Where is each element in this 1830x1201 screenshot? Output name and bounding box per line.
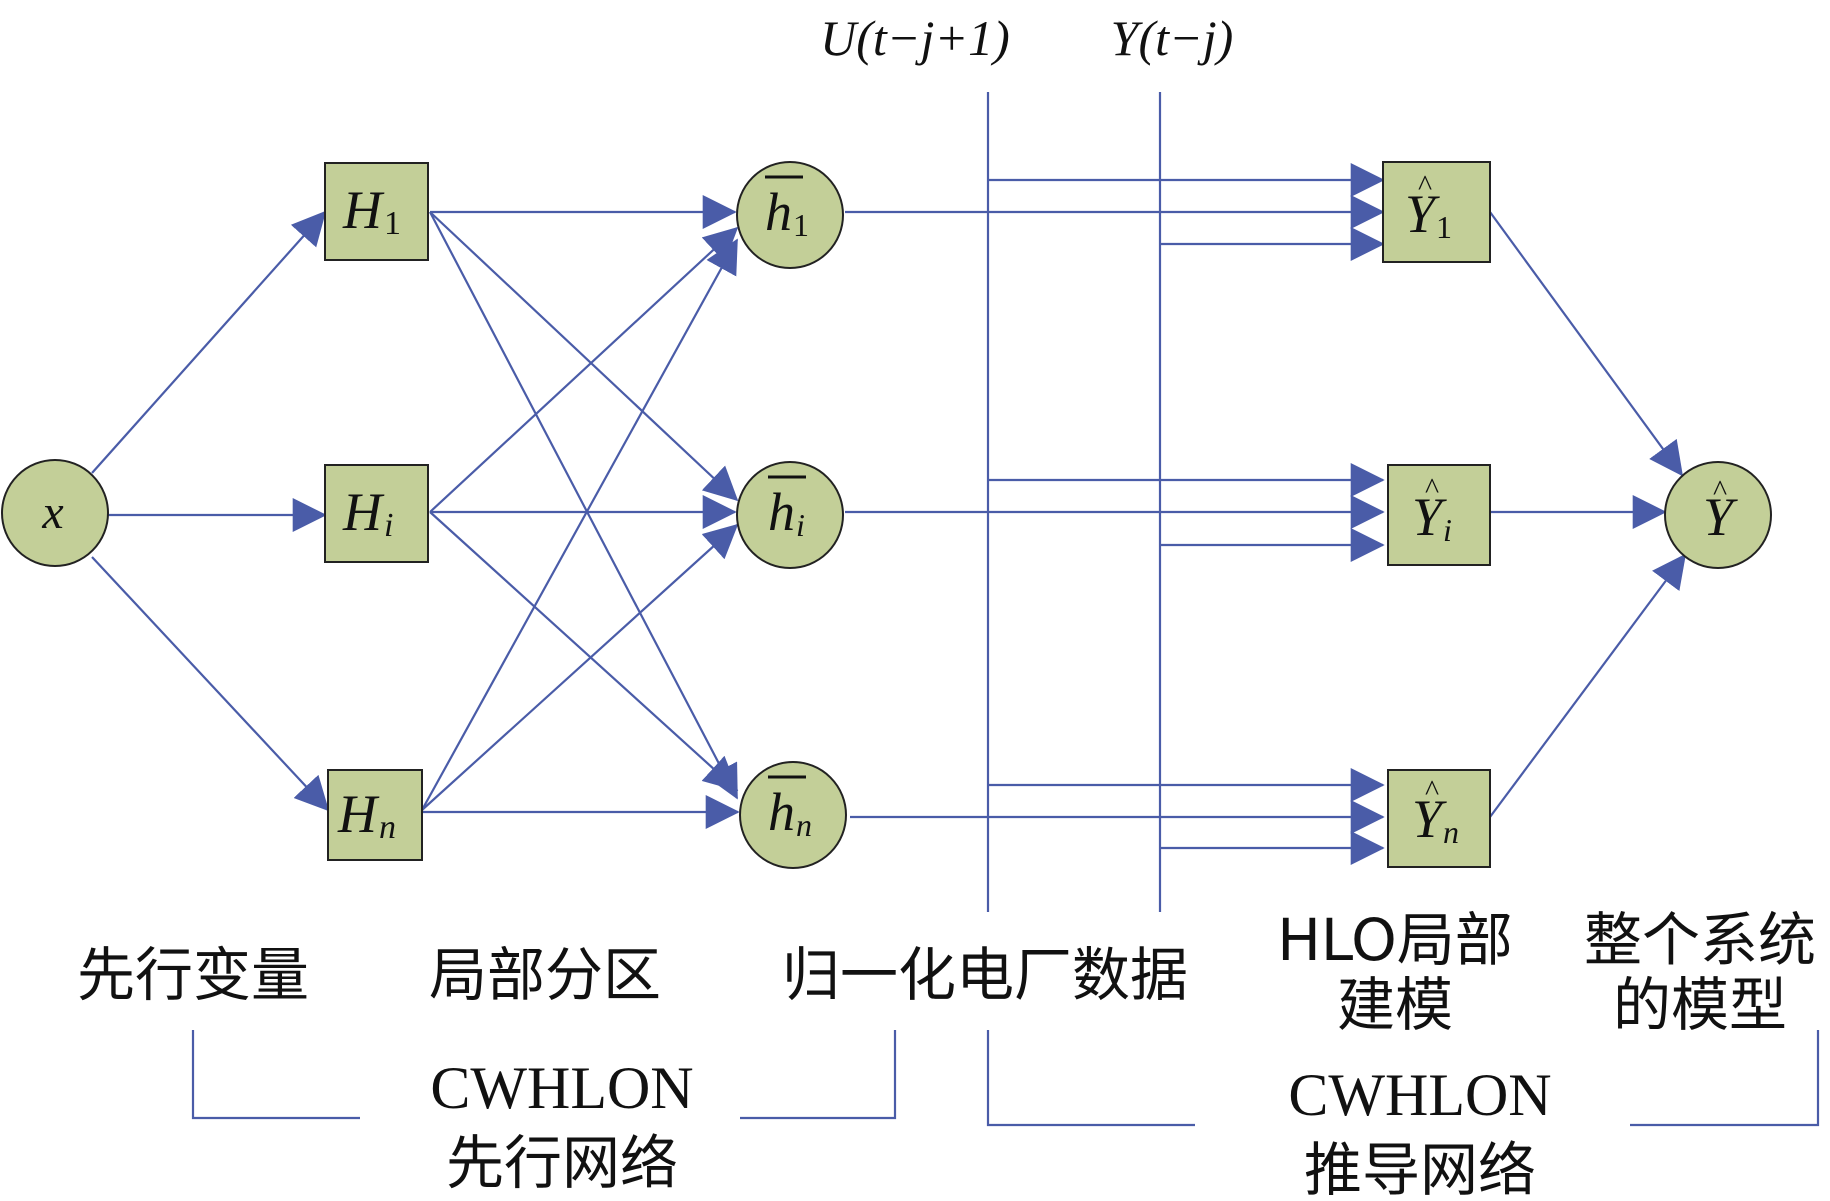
label-x: x [41, 486, 63, 539]
local-model-node-y1 [1382, 161, 1491, 263]
normalized-node-h1 [736, 161, 844, 269]
caption-hlo-local-modeling-1: HLO局部 [1277, 906, 1513, 974]
edge-hn-hbar1 [421, 238, 738, 811]
label-hbari: hi [768, 475, 806, 543]
input-labels: U(t−j+1) Y(t−j) [820, 10, 1233, 66]
node-labels: x H1 Hi Hn h1 hi hn ^ Y1 ^ Yi [41, 169, 1738, 850]
label-yhatn: ^ Yn [1412, 774, 1459, 850]
caption-normalized-plant-data: 归一化电厂数据 [782, 941, 1188, 1009]
caption-hlo-local-modeling-2: 建模 [1337, 971, 1453, 1039]
local-model-node-yi [1387, 464, 1491, 566]
svg-text:^: ^ [1418, 169, 1432, 202]
nodes [1, 161, 1772, 869]
edge-yhatn-y [1489, 553, 1687, 818]
label-output-y: ^ Y [1703, 474, 1738, 547]
svg-text:^: ^ [1713, 474, 1727, 507]
label-h1: H1 [342, 180, 401, 242]
label-hbarn: hn [768, 775, 812, 843]
svg-text:Y: Y [1703, 487, 1738, 547]
label-hbar1: h1 [765, 175, 809, 243]
svg-text:^: ^ [1425, 774, 1439, 807]
partition-node-hn [327, 769, 423, 861]
label-yhati: ^ Yi [1412, 472, 1452, 548]
svg-text:hi: hi [768, 482, 805, 543]
captions: 先行变量 局部分区 归一化电厂数据 HLO局部 建模 整个系统 的模型 CWHL… [77, 906, 1816, 1201]
caption-lead-variable: 先行变量 [77, 941, 309, 1009]
normalized-node-hn [739, 761, 847, 869]
label-hi: Hi [342, 482, 393, 544]
derive-network-label: 推导网络 [1304, 1136, 1536, 1201]
local-model-node-yn [1387, 769, 1491, 868]
svg-text:^: ^ [1425, 472, 1439, 505]
y-input-label: Y(t−j) [1111, 10, 1234, 66]
edge-x-hn [91, 556, 330, 812]
normalized-node-hi [736, 461, 844, 569]
u-input-label: U(t−j+1) [820, 10, 1010, 66]
edge-yhat1-y [1489, 211, 1684, 477]
svg-text:Yn: Yn [1412, 789, 1459, 850]
bracket-derive-left [986, 1030, 1195, 1127]
edge-h1-hbari [429, 211, 739, 502]
edge-hn-hbari [421, 523, 739, 811]
label-hn: Hn [337, 784, 396, 846]
svg-text:hn: hn [768, 782, 812, 843]
edge-hi-hbarn [429, 511, 739, 792]
edge-x-h1 [91, 210, 327, 474]
partition-node-h1 [324, 162, 429, 261]
connections [91, 92, 1820, 1127]
bracket-lead-left [191, 1030, 360, 1120]
label-yhat1: ^ Y1 [1405, 169, 1452, 245]
caption-whole-system-model-1: 整个系统 [1584, 906, 1816, 974]
svg-text:h1: h1 [765, 182, 809, 243]
lead-network-name: CWHLON [430, 1055, 693, 1121]
svg-text:Yi: Yi [1412, 487, 1452, 548]
derive-network-name: CWHLON [1288, 1062, 1551, 1128]
svg-text:Y1: Y1 [1405, 184, 1452, 245]
partition-node-hi [324, 464, 429, 563]
caption-whole-system-model-2: 的模型 [1613, 971, 1787, 1039]
bracket-derive-right [1630, 1030, 1820, 1127]
edge-h1-hbarn [429, 211, 738, 800]
input-node-x [1, 459, 109, 567]
bracket-lead-right [740, 1030, 897, 1120]
caption-local-partition: 局部分区 [429, 941, 661, 1009]
lead-network-label: 先行网络 [446, 1129, 678, 1197]
edge-hi-hbar1 [429, 226, 739, 513]
output-node-y [1664, 461, 1772, 569]
